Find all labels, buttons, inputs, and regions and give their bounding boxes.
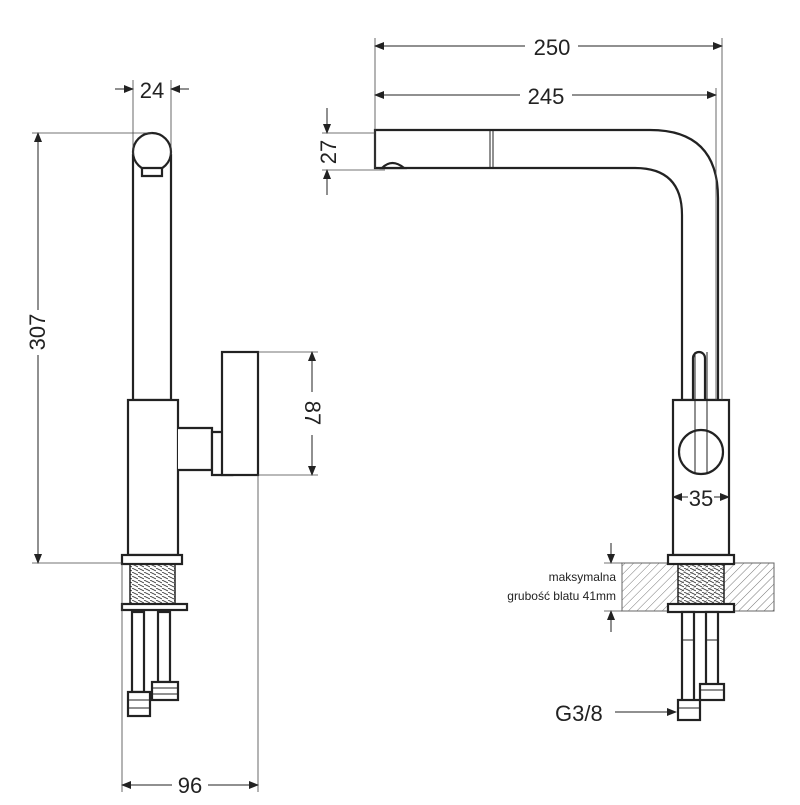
dim-stem-width: 24: [140, 78, 164, 103]
front-view: 250 245 27 35 maksymalna grubość blatu 4…: [316, 35, 775, 726]
side-view: 24 307 87 96: [25, 78, 325, 798]
faucet-body: [126, 398, 180, 557]
dim-spout-height: 27: [316, 140, 341, 164]
dim-handle-height: 87: [300, 401, 325, 425]
threaded-shank: [129, 563, 176, 605]
supply-hose-right: [156, 610, 172, 684]
faucet-spout: [373, 128, 720, 402]
faucet-handle: [220, 350, 260, 477]
thread-label: G3/8: [555, 701, 603, 726]
aerator: [379, 161, 408, 170]
dim-base-width: 96: [178, 773, 202, 798]
countertop-note-line1: maksymalna: [549, 570, 617, 584]
dim-reach-inner: 245: [528, 84, 565, 109]
supply-hose-left: [130, 610, 146, 694]
dim-body-diameter: 35: [689, 486, 713, 511]
base-plate: [120, 553, 184, 566]
faucet-body-front: [671, 398, 731, 557]
faucet-top-knob: [131, 131, 173, 173]
dim-reach-outer: 250: [534, 35, 571, 60]
countertop-note-line2: grubość blatu 41mm: [507, 589, 616, 603]
faucet-stem: [131, 153, 173, 402]
dim-total-height: 307: [25, 314, 50, 351]
